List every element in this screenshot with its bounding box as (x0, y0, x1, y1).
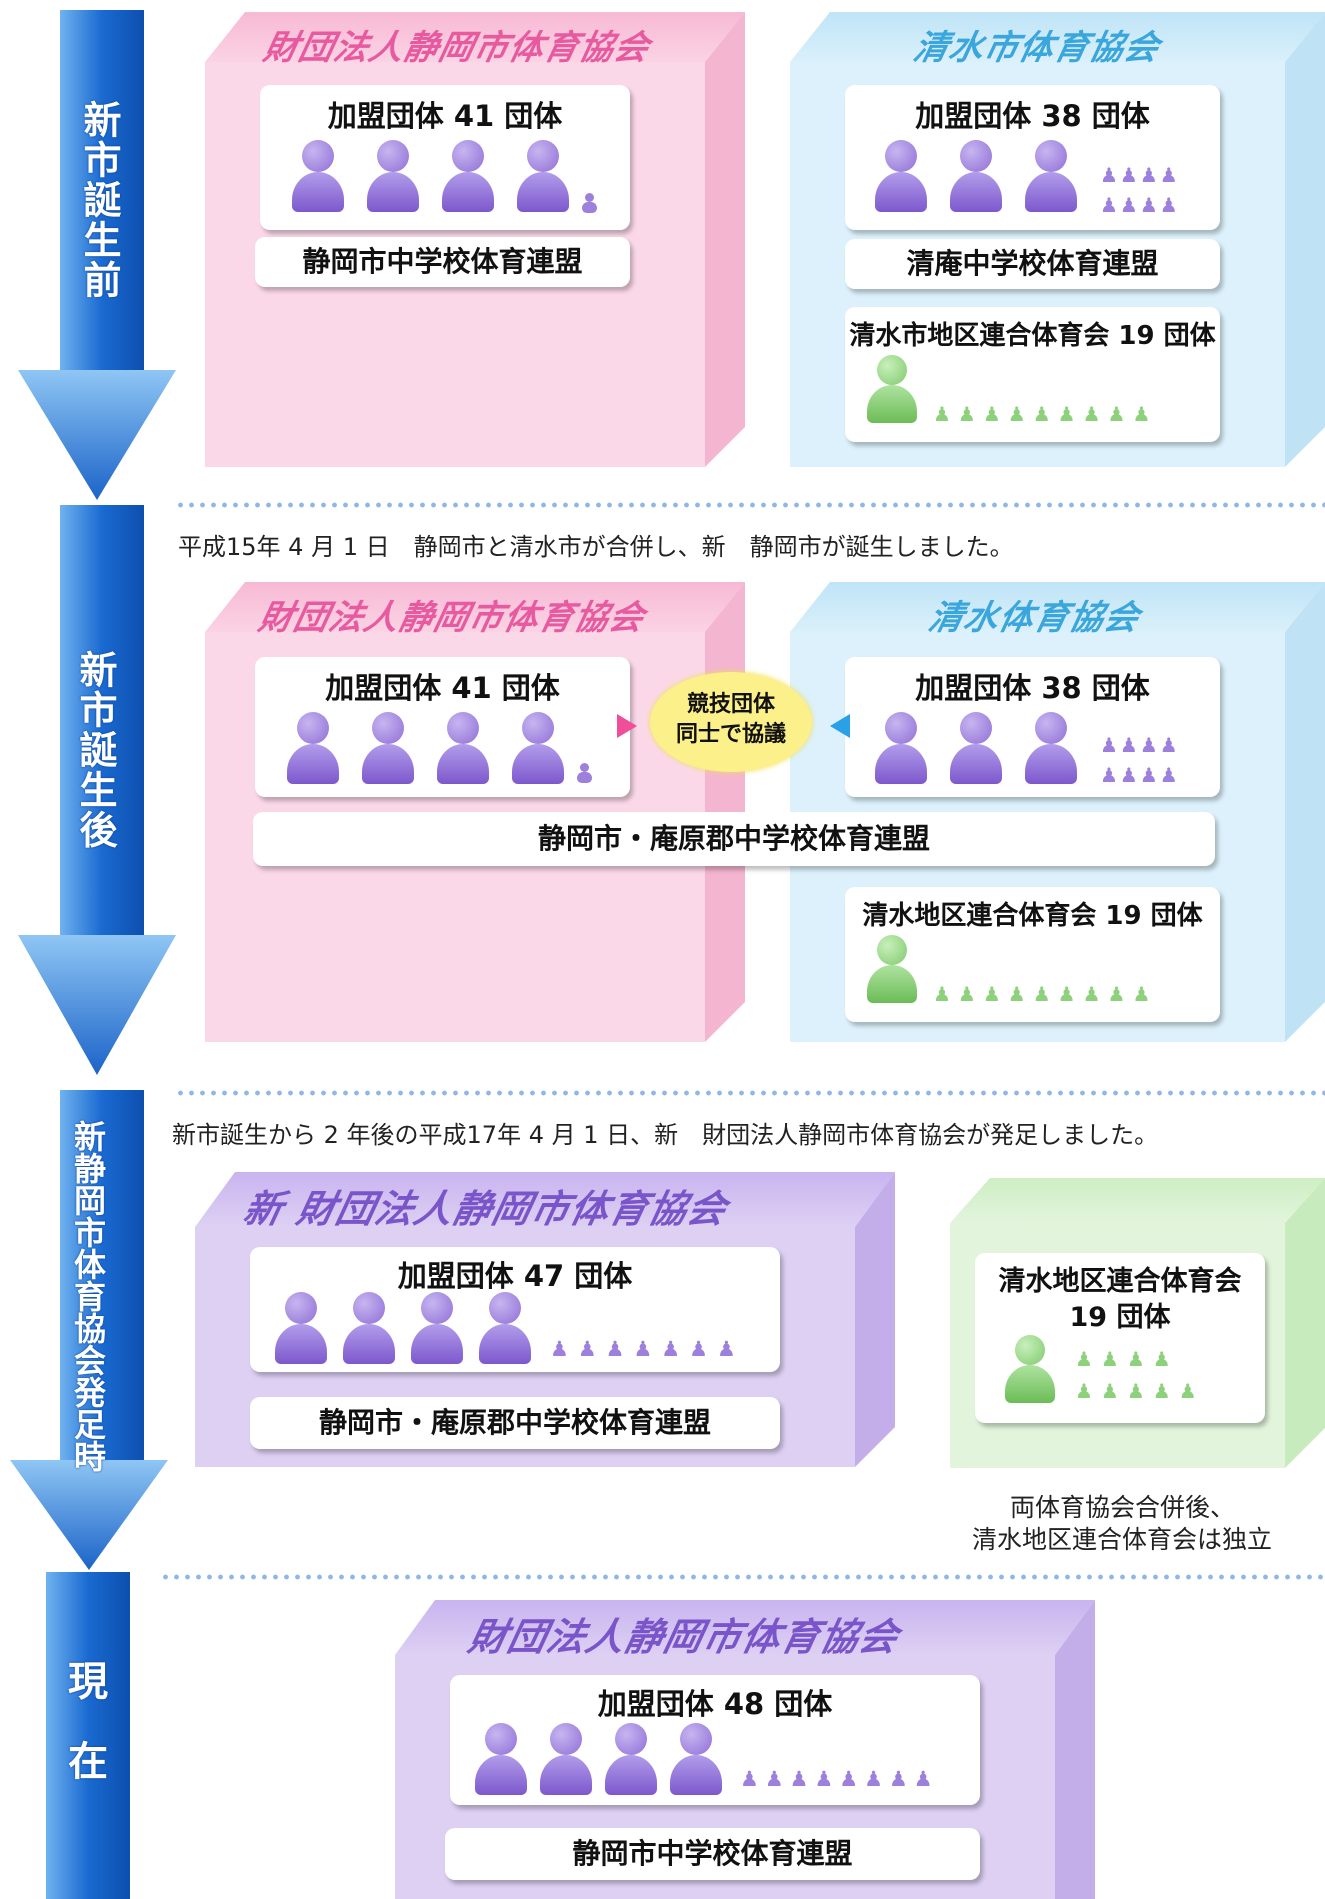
shimizu-district-box: 清水地区連合体育会 19 団体 ♟♟♟♟♟♟♟♟♟ (950, 1178, 1325, 1468)
shimizu-association-box-1: 清水市体育協会 加盟団体 38 団体 ♟♟♟♟♟♟♟♟ 清庵中学校体育連盟 清水… (790, 12, 1325, 467)
member-icons-small-group: ♟♟♟♟♟♟♟♟ (1100, 163, 1180, 217)
member-panel: 加盟団体 41 団体 (255, 657, 630, 797)
junior-high-federation-bar: 静岡市・庵原郡中学校体育連盟 (250, 1397, 780, 1449)
separator (160, 1574, 1325, 1580)
junior-high-federation-bar: 静岡市中学校体育連盟 (255, 237, 630, 287)
box-title: 財団法人静岡市体育協会 (464, 1614, 904, 1659)
left-pointer-icon (830, 714, 850, 738)
arrow-stage1 (18, 10, 176, 500)
shared-federation-bar: 静岡市・庵原郡中学校体育連盟 (253, 812, 1215, 866)
district-count: 19 団体 (1069, 1302, 1171, 1333)
member-panel: 加盟団体 41 団体 (260, 85, 630, 230)
new-association-box: 新 財団法人静岡市体育協会 加盟団体 47 団体 ♟♟♟♟♟♟♟ 静岡市・庵原郡… (195, 1172, 895, 1467)
right-pointer-icon (617, 714, 637, 738)
member-count: 加盟団体 38 団体 (915, 99, 1150, 133)
box-title: 財団法人静岡市体育協会 (255, 598, 649, 638)
district-panel: 清水地区連合体育会 19 団体 ♟♟♟♟♟♟♟♟♟ (975, 1253, 1265, 1423)
junior-high-federation-bar: 清庵中学校体育連盟 (845, 239, 1220, 289)
member-panel: 加盟団体 48 団体 ♟♟♟♟♟♟♟♟ (450, 1675, 980, 1805)
box-title: 新 財団法人静岡市体育協会 (239, 1186, 732, 1231)
box-title: 清水市体育協会 (910, 28, 1164, 68)
stage-label-before: 新市誕生前 (77, 100, 121, 300)
member-panel: 加盟団体 38 団体 ♟♟♟♟♟♟♟♟ (845, 657, 1220, 797)
arrow-stage4 (46, 1572, 130, 1899)
junior-high-federation-bar: 静岡市中学校体育連盟 (445, 1828, 980, 1880)
separator (175, 1090, 1325, 1096)
stage-label-now: 現在 (61, 1660, 107, 1820)
district-count: 清水地区連合体育会 19 団体 (862, 901, 1203, 931)
bubble-line1: 競技団体 (686, 692, 775, 717)
district-panel: 清水市地区連合体育会 19 団体 ♟♟♟♟♟♟♟♟♟ (845, 307, 1220, 442)
note-merger: 平成15年 4 月 1 日 静岡市と清水市が合併し、新 静岡市が誕生しました。 (178, 533, 1014, 561)
member-panel: 加盟団体 38 団体 ♟♟♟♟♟♟♟♟ (845, 85, 1220, 230)
consultation-bubble: 競技団体 同士で協議 (650, 672, 812, 772)
stage-label-launch: 新静岡市体育協会発足時 (69, 1120, 107, 1472)
arrow-stage3 (10, 1090, 168, 1570)
district-icons-small-group: ♟♟♟♟♟♟♟♟♟ (933, 982, 1158, 1006)
member-count: 加盟団体 48 団体 (597, 1687, 833, 1721)
independence-caption-line1: 両体育協会合併後、 (1010, 1493, 1236, 1522)
district-name: 清水地区連合体育会 (998, 1266, 1242, 1297)
arrow-stage2 (18, 505, 176, 1075)
member-icons-small-group: ♟♟♟♟♟♟♟♟ (740, 1767, 939, 1791)
box-title: 清水体育協会 (925, 598, 1144, 638)
district-icons-small-group: ♟♟♟♟♟♟♟♟♟ (1075, 1347, 1205, 1403)
member-count: 加盟団体 38 団体 (915, 671, 1150, 705)
member-count: 加盟団体 47 団体 (397, 1259, 633, 1293)
member-count: 加盟団体 41 団体 (327, 99, 563, 133)
current-association-box: 財団法人静岡市体育協会 加盟団体 48 団体 ♟♟♟♟♟♟♟♟ 静岡市中学校体育… (395, 1600, 1095, 1899)
stage-label-after: 新市誕生後 (73, 650, 117, 850)
district-icons-small-group: ♟♟♟♟♟♟♟♟♟ (933, 402, 1158, 426)
shizuoka-association-box-1: 財団法人静岡市体育協会 加盟団体 41 団体 静岡市中学校体育連盟 (205, 12, 745, 467)
district-count: 清水市地区連合体育会 19 団体 (849, 321, 1216, 351)
member-icons-small-group: ♟♟♟♟♟♟♟ (550, 1337, 745, 1361)
box-title: 財団法人静岡市体育協会 (260, 28, 654, 68)
member-panel: 加盟団体 47 団体 ♟♟♟♟♟♟♟ (250, 1247, 780, 1372)
bubble-line2: 同士で協議 (675, 722, 786, 747)
independence-caption-line2: 清水地区連合体育会は独立 (972, 1525, 1273, 1554)
note-launch: 新市誕生から 2 年後の平成17年 4 月 1 日、新 財団法人静岡市体育協会が… (172, 1121, 1159, 1149)
district-panel: 清水地区連合体育会 19 団体 ♟♟♟♟♟♟♟♟♟ (845, 887, 1220, 1022)
member-count: 加盟団体 41 団体 (325, 671, 560, 705)
separator (175, 502, 1325, 508)
stage-arrows (10, 10, 176, 1899)
member-icons-small-group: ♟♟♟♟♟♟♟♟ (1100, 733, 1180, 787)
